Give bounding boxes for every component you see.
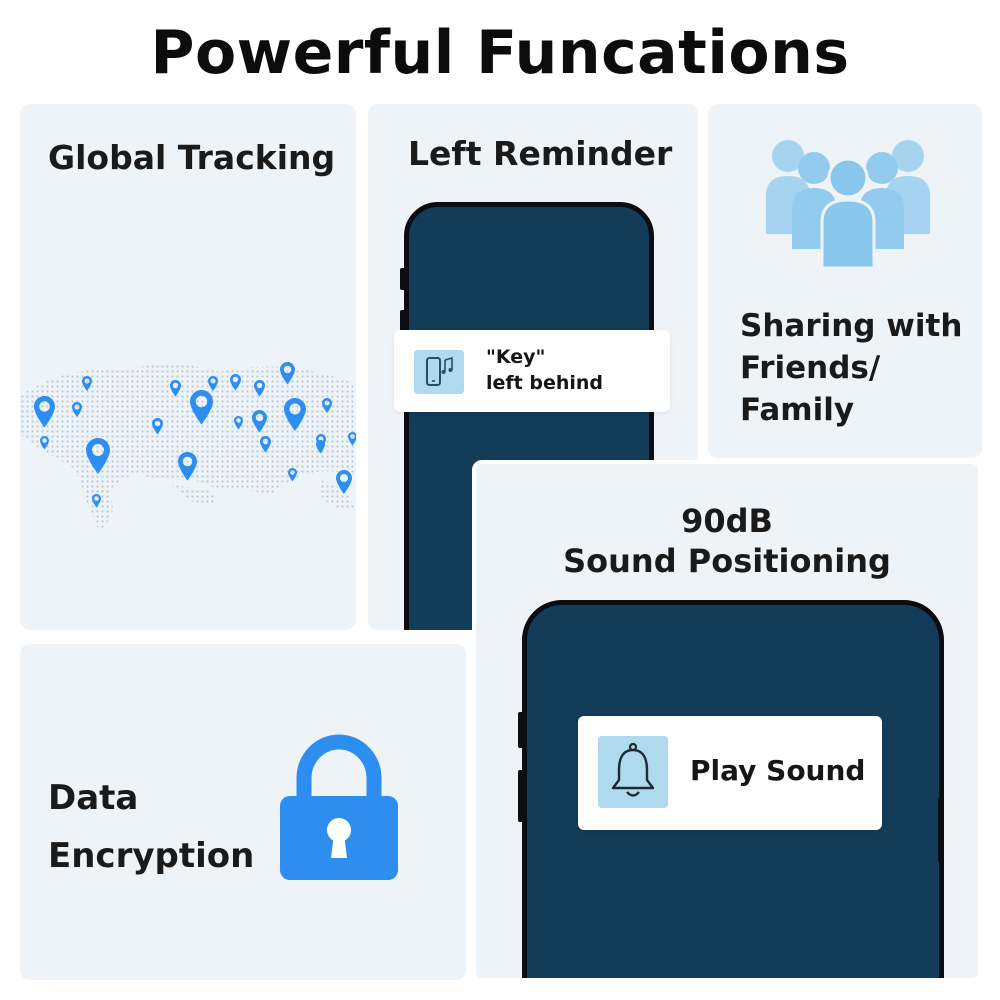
card-title-global-tracking: Global Tracking xyxy=(48,138,336,177)
sound-line-2: Sound Positioning xyxy=(563,542,891,580)
world-map-shape xyxy=(20,363,356,529)
sharing-line-1: Sharing with xyxy=(740,308,963,344)
sound-line-1: 90dB xyxy=(681,502,773,540)
sharing-line-3: Family xyxy=(740,392,855,428)
sharing-line-2: Friends/ xyxy=(740,350,881,386)
card-sharing: Sharing with Friends/ Family xyxy=(708,104,982,458)
card-data-encryption: Data Encryption xyxy=(20,644,466,980)
notification-line-1: "Key" xyxy=(486,346,546,368)
page-title: Powerful Funcations xyxy=(150,18,850,88)
phone-side-button xyxy=(518,712,524,748)
play-sound-label: Play Sound xyxy=(690,754,866,787)
left-behind-notification[interactable]: "Key" left behind xyxy=(394,330,670,412)
people-group-icon xyxy=(766,140,930,270)
phone-side-button xyxy=(400,268,406,290)
map-pin-icon xyxy=(34,362,356,508)
encryption-line-2: Encryption xyxy=(48,836,255,876)
phone-music-icon xyxy=(414,350,464,394)
play-sound-notification[interactable]: Play Sound xyxy=(578,716,882,830)
encryption-line-1: Data xyxy=(48,778,139,818)
card-sound-positioning: 90dB Sound Positioning Play Sound xyxy=(472,460,982,982)
phone-side-button xyxy=(938,798,944,862)
phone-side-button xyxy=(518,770,524,822)
bell-icon xyxy=(598,736,668,808)
world-map-illustration xyxy=(20,362,356,529)
card-title-left-reminder: Left Reminder xyxy=(408,134,673,173)
card-global-tracking: Global Tracking xyxy=(20,104,356,630)
padlock-icon xyxy=(280,734,398,880)
notification-line-2: left behind xyxy=(486,372,604,394)
